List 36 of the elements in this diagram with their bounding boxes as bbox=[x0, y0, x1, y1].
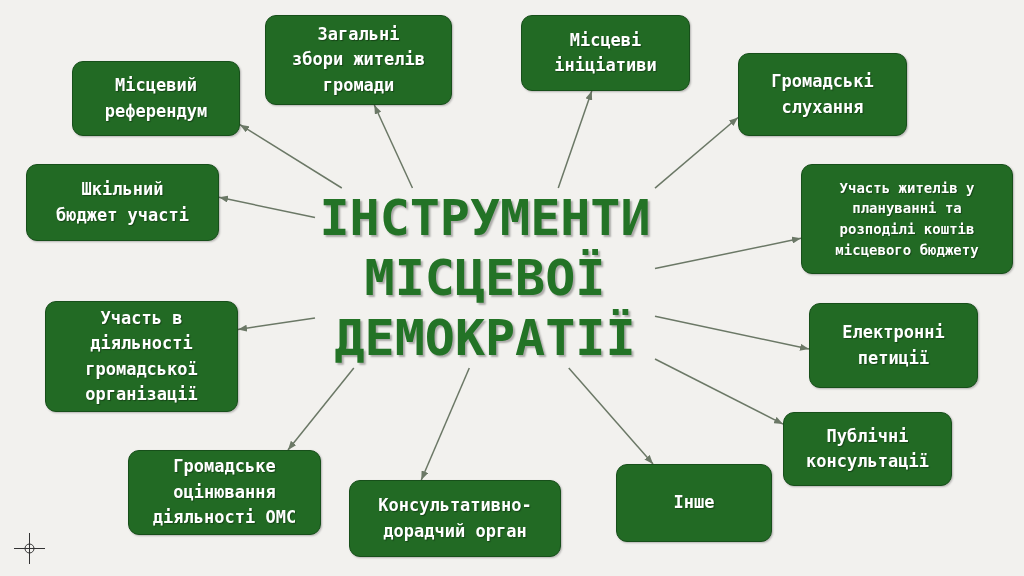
topic-box bbox=[801, 164, 1013, 274]
topic-label: Загальні збори жителів громади bbox=[290, 22, 427, 97]
topic-box bbox=[616, 464, 772, 542]
arrow bbox=[557, 90, 593, 189]
arrow bbox=[287, 367, 355, 451]
arrow bbox=[654, 236, 802, 270]
topic-label: Місцевий референдум bbox=[103, 74, 209, 123]
topic-box bbox=[783, 412, 952, 486]
arrow bbox=[654, 116, 739, 189]
topic-box bbox=[45, 301, 238, 412]
topic-label: Публічні консультації bbox=[805, 424, 930, 473]
arrow bbox=[654, 315, 810, 351]
topic-label: Громадські слухання bbox=[770, 70, 875, 119]
topic-label: Електронні петиції bbox=[841, 321, 946, 370]
arrow bbox=[654, 358, 784, 425]
arrow bbox=[420, 367, 471, 481]
topic-label: Громадське оцінювання діяльності ОМС bbox=[151, 455, 298, 530]
arrow bbox=[239, 123, 343, 189]
topic-label: Шкільний бюджет участі bbox=[54, 178, 191, 227]
arrow bbox=[568, 367, 654, 465]
topic-box bbox=[809, 303, 978, 388]
arrow bbox=[237, 317, 316, 332]
topic-box bbox=[521, 15, 690, 91]
topic-label: Участь в діяльності громадської організації bbox=[84, 306, 199, 406]
arrow bbox=[218, 195, 316, 219]
topic-label: Консультативно-дорадчий орган bbox=[377, 494, 533, 543]
topic-box bbox=[26, 164, 219, 241]
topic-box bbox=[72, 61, 240, 136]
topic-box bbox=[738, 53, 907, 136]
topic-box bbox=[128, 450, 321, 535]
topic-label: Інше bbox=[672, 491, 716, 515]
topic-box bbox=[349, 480, 561, 557]
topic-label: Участь жителів у плануванні та розподілі коштів місцевого бюджету bbox=[834, 178, 980, 260]
topic-label: Місцеві ініціативи bbox=[553, 28, 658, 77]
central-heading: ІНСТРУМЕНТИ МІСЦЕВОЇ ДЕМОКРАТІЇ bbox=[315, 188, 655, 368]
topic-box bbox=[265, 15, 452, 105]
